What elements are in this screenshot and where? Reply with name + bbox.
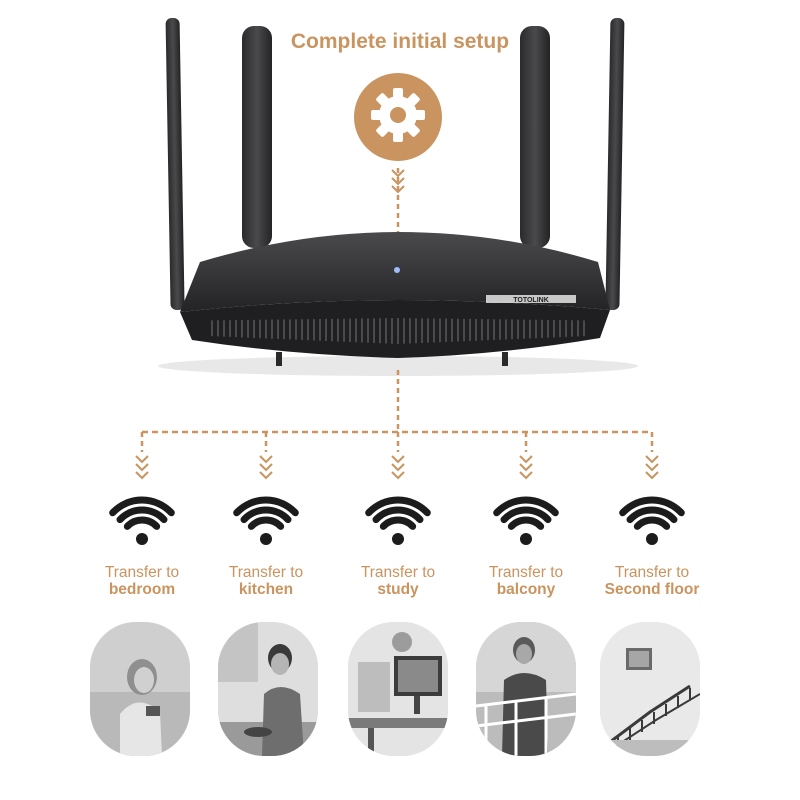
destination-label-line1: Transfer to [614, 564, 690, 581]
destination-label-line1: Transfer to [228, 564, 304, 581]
destination-label-room: Second floor [604, 581, 700, 598]
setup-title: Complete initial setup [290, 30, 510, 53]
bedroom-photo [90, 622, 190, 756]
kitchen-photo [218, 622, 318, 756]
router-brand-logo: TOTOLINK [513, 297, 549, 304]
chevron-down-icon [135, 455, 149, 480]
second-floor-photo [600, 622, 700, 756]
destination-label-room: kitchen [238, 581, 294, 598]
setup-gear-badge [354, 73, 442, 161]
gear-icon [371, 88, 425, 142]
chevron-down-icon [259, 455, 273, 480]
wifi-icon [233, 496, 299, 545]
setup-connector [391, 168, 405, 232]
wifi-icon [493, 496, 559, 545]
chevron-down-icon [645, 455, 659, 480]
destination-label-line1: Transfer to [488, 564, 564, 581]
study-photo [348, 622, 448, 756]
wifi-icon [365, 496, 431, 545]
destination-label-room: balcony [496, 581, 556, 598]
chevron-down-icon [391, 455, 405, 480]
balcony-photo [476, 622, 576, 756]
chevron-down-icon [519, 455, 533, 480]
destination-label-room: study [377, 581, 419, 598]
distribution-tree [140, 370, 654, 452]
wifi-icon [619, 496, 685, 545]
router-antennas [165, 18, 625, 310]
destination-label-line1: Transfer to [360, 564, 436, 581]
wifi-icon [109, 496, 175, 545]
router-body: TOTOLINK [158, 232, 638, 376]
destination-label-line1: Transfer to [104, 564, 180, 581]
destination-label-room: bedroom [108, 581, 176, 598]
